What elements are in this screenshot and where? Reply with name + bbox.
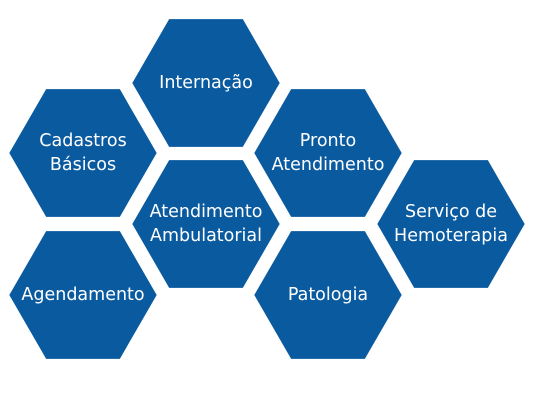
hex-module-internacao: Internação (127, 15, 285, 151)
hexagon-shape (372, 156, 530, 292)
hexagon-shape (4, 227, 162, 363)
hex-label-line: Internação (159, 73, 253, 93)
hexagon-shape (127, 15, 285, 151)
hex-label-line: Patologia (288, 285, 368, 305)
hex-label-line: Atendimento (150, 202, 263, 222)
hex-label-line: Atendimento (272, 155, 385, 175)
hexagon-shape (4, 85, 162, 221)
hex-label-line: Ambulatorial (150, 226, 262, 246)
hexagon-shape (249, 85, 407, 221)
hex-label-line: Serviço de (405, 202, 497, 222)
hex-label-line: Pronto (300, 131, 356, 151)
hex-label-line: Básicos (50, 155, 116, 175)
hex-module-agendamento: Agendamento (4, 227, 162, 363)
hex-label-line: Hemoterapia (394, 226, 508, 246)
hex-label-line: Cadastros (39, 131, 126, 151)
hex-label-line: Agendamento (21, 285, 144, 305)
hex-module-patologia: Patologia (249, 227, 407, 363)
hexagon-shape (249, 227, 407, 363)
hex-module-servico-de-hemoterapia: Serviço de Hemoterapia (372, 156, 530, 292)
hexagon-shape (127, 156, 285, 292)
